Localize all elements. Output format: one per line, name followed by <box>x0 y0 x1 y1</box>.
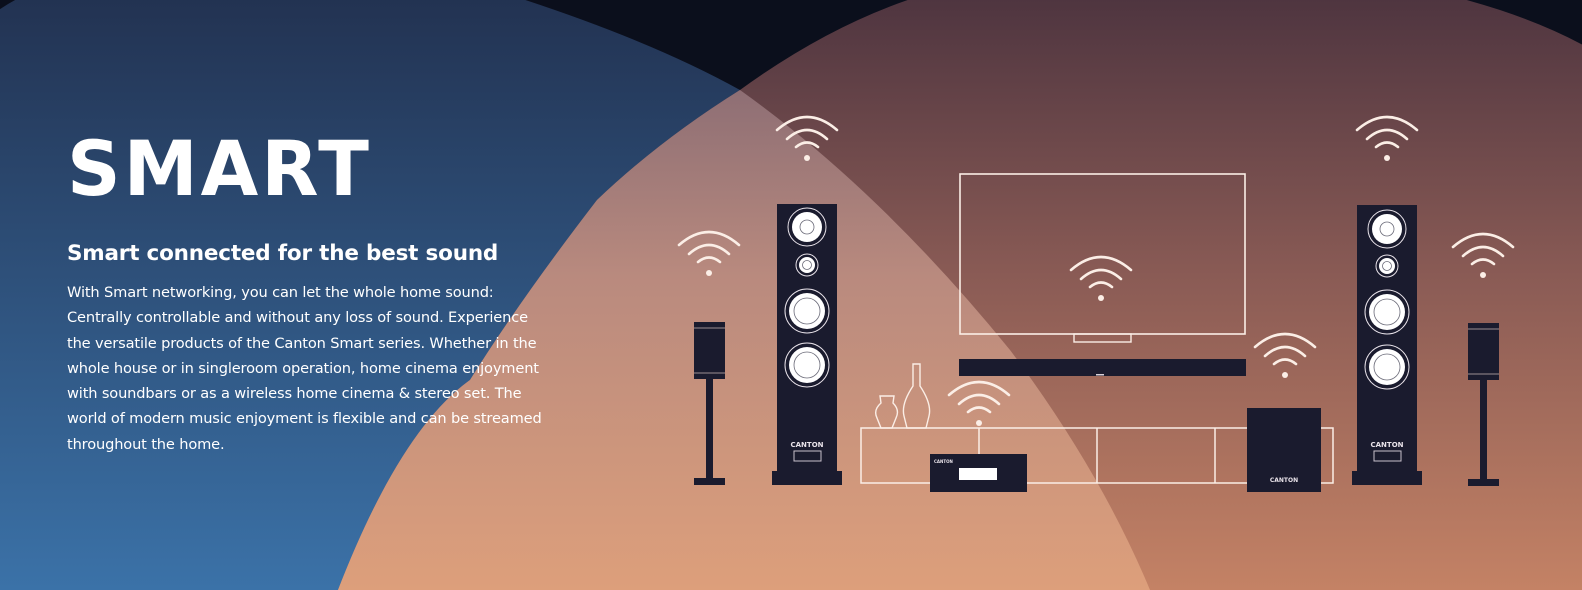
wifi-icon <box>1253 332 1317 380</box>
tv-cabinet <box>860 427 1334 484</box>
hero-subtitle: Smart connected for the best sound <box>67 241 499 266</box>
left-floorstanding-speaker: CANTON <box>772 115 842 485</box>
brand-logo: CANTON <box>791 441 824 449</box>
right-floorstanding-speaker: CANTON <box>1352 115 1422 485</box>
page-title: SMART <box>67 124 372 213</box>
soundbar <box>959 359 1246 376</box>
tv <box>959 173 1246 343</box>
subwoofer: CANTON <box>1247 332 1321 492</box>
wifi-icon <box>677 230 741 278</box>
hero-text-block: SMART Smart connected for the best sound… <box>67 128 547 457</box>
brand-logo: CANTON <box>934 459 953 464</box>
wifi-icon <box>775 115 839 163</box>
right-satellite-speaker <box>1451 232 1515 486</box>
brand-logo: CANTON <box>1371 441 1404 449</box>
left-satellite-speaker <box>677 230 741 485</box>
hero-description: With Smart networking, you can let the w… <box>67 284 542 453</box>
smart-connect-amplifier: CANTON <box>930 380 1027 492</box>
decorative-vases <box>874 363 931 429</box>
wifi-icon <box>1355 115 1419 163</box>
wifi-icon <box>1069 255 1133 303</box>
brand-logo: CANTON <box>1270 477 1298 484</box>
wifi-icon <box>1451 232 1515 280</box>
wifi-icon <box>947 380 1011 428</box>
